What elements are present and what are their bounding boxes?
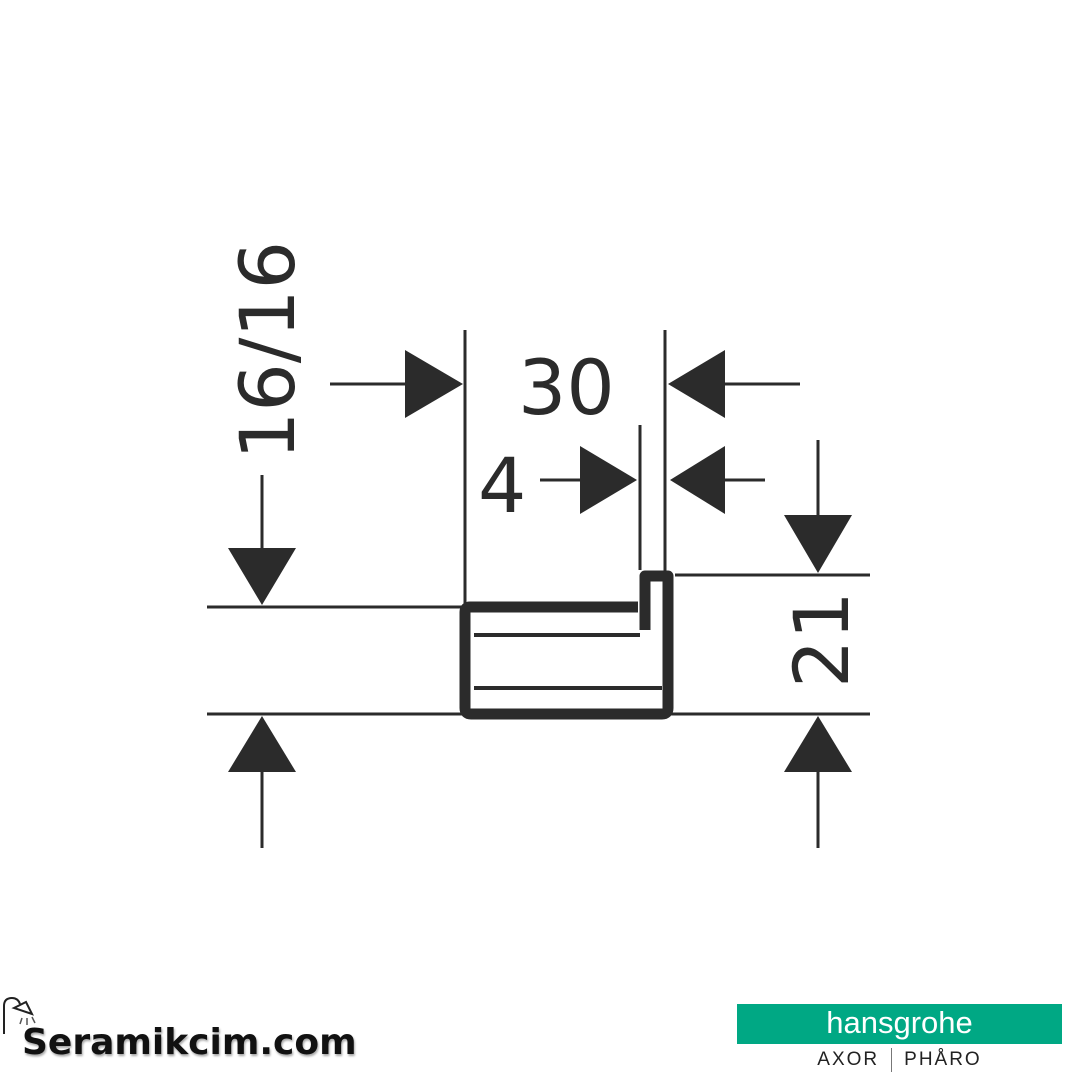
- arrow-left-icon: [668, 350, 725, 418]
- divider: [891, 1048, 893, 1072]
- dimension-21: 21: [777, 591, 866, 688]
- pharo-label: PHÅRO: [904, 1049, 982, 1071]
- brand-line: AXOR PHÅRO: [737, 1048, 1062, 1072]
- arrow-right-icon: [405, 350, 463, 418]
- dimension-4: 4: [478, 441, 526, 530]
- arrow-up-icon: [784, 716, 852, 772]
- dimension-30: 30: [518, 343, 615, 432]
- site-logo: Seramikcim.com: [22, 1022, 357, 1063]
- arrow-up-icon: [228, 716, 296, 772]
- shower-icon: [3, 996, 36, 1034]
- part-profile: [459, 570, 674, 720]
- arrowheads: [228, 350, 852, 772]
- arrow-down-icon: [784, 515, 852, 573]
- arrow-left-icon: [670, 446, 725, 514]
- axor-label: AXOR: [817, 1049, 880, 1071]
- hansgrohe-logo: hansgrohe: [737, 1004, 1062, 1044]
- dimension-16-16: 16/16: [223, 241, 312, 460]
- arrow-right-icon: [580, 446, 637, 514]
- arrow-down-icon: [228, 548, 296, 605]
